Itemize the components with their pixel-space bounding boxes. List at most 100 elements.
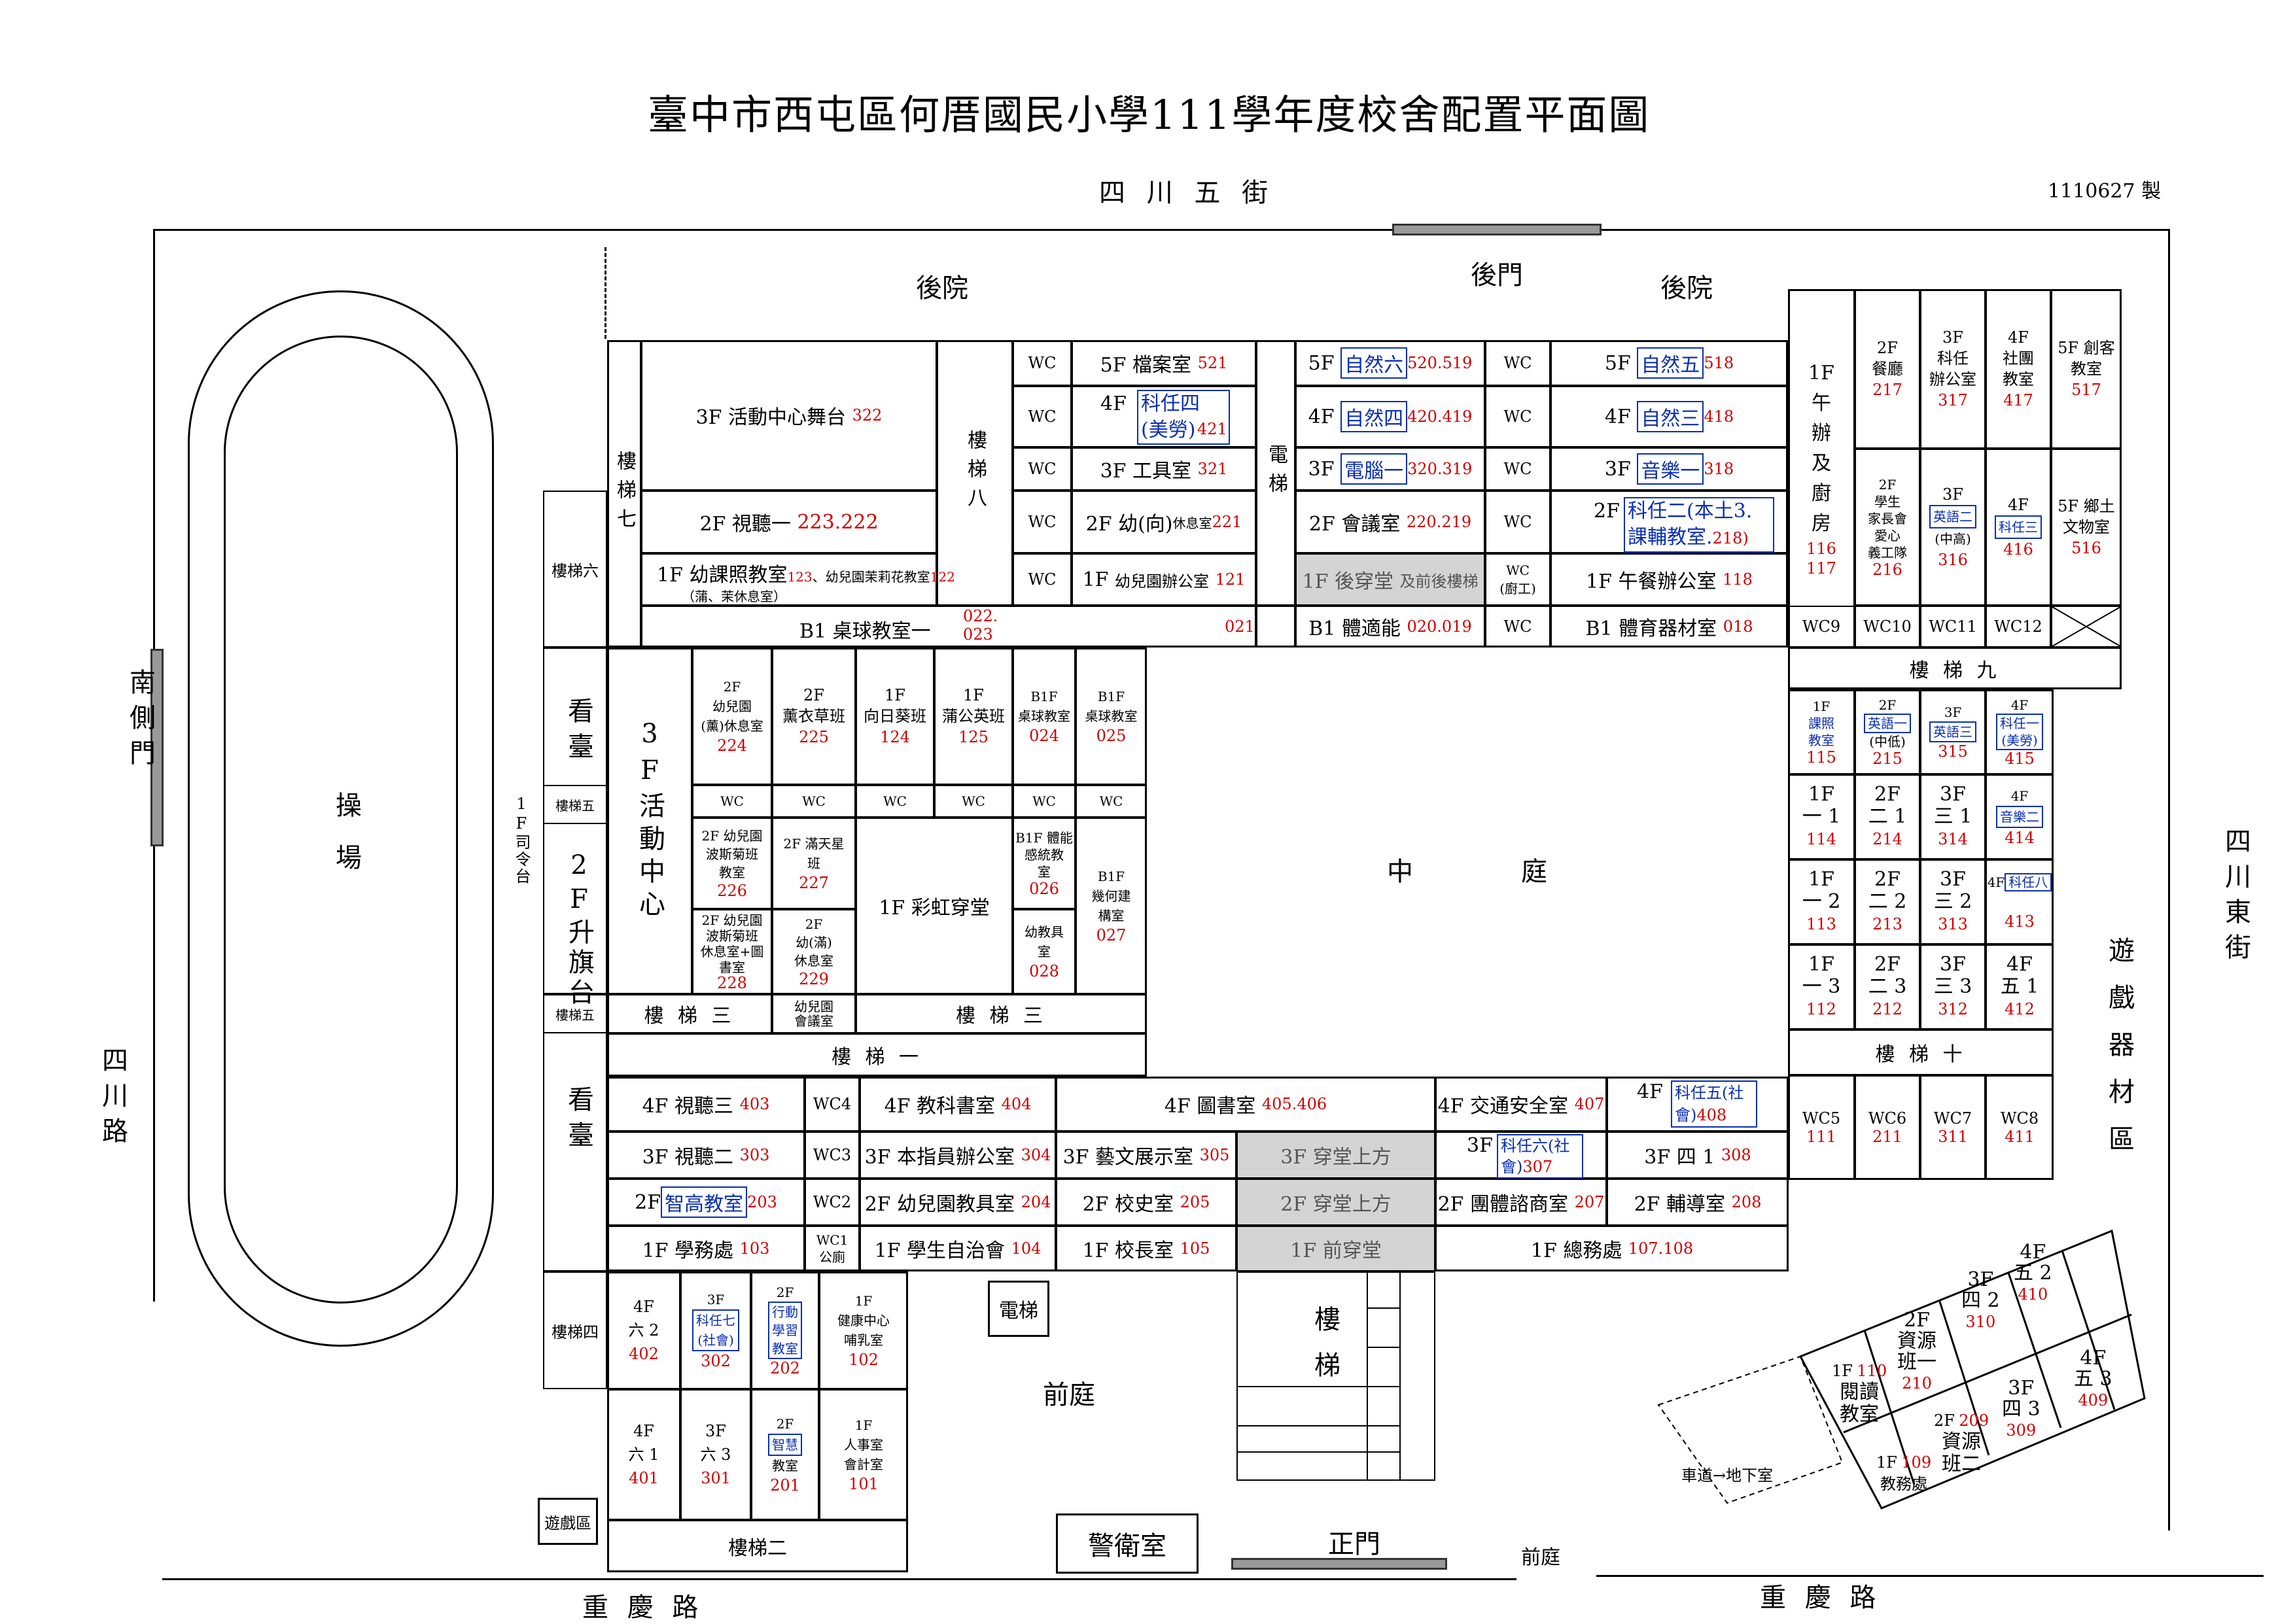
back-gate-bar [1392,224,1602,235]
wc-421: WC [1013,386,1072,447]
wc-121: WC [1013,553,1072,606]
room-307: 3F 科任六(社會)307 [1435,1132,1607,1179]
room-207: 2F 團體諮商室 207 [1435,1179,1607,1226]
wc-1: WC1 公廁 [805,1226,860,1271]
room-104: 1F 學生自治會 104 [860,1226,1056,1271]
room-421: 4F 科任四(美勞) 421 [1072,386,1256,447]
stairs-3b: 樓 梯 三 [856,994,1147,1033]
rear-passage-1f: 1F 後穿堂 及前後樓梯 [1295,553,1485,606]
front-elevator: 電梯 [988,1281,1049,1337]
room-218: 2F 科任二(本土3.課輔教室.218) [1550,491,1788,553]
backyard-right: 後院 [1660,273,1713,303]
rainbow-passage: 1F 彩虹穿堂 [856,818,1013,994]
elevator-north: 電梯 [1256,340,1295,606]
courtyard-left: 中 [1387,857,1413,887]
wc-320: WC [1485,447,1550,491]
front-passage-1f: 1F 前穿堂 [1236,1226,1435,1271]
room-223: 2F 視聽一 223.222 [641,491,937,553]
wc-321: WC [1013,447,1072,491]
stage-bottom: 看臺 [563,1086,593,1156]
main-gate-bar [1231,1558,1447,1570]
room-305: 3F 藝文展示室 305 [1056,1132,1236,1179]
north-elevator-b1 [1256,606,1295,648]
back-gate-label: 後門 [1471,260,1523,290]
room-205: 2F 校史室 205 [1056,1179,1236,1226]
room-208: 2F 輔導室 208 [1607,1179,1789,1226]
wc-220: WC [1485,491,1550,553]
front-yard-2: 前庭 [1521,1546,1560,1569]
room-403: 4F 視聽三 403 [607,1077,805,1132]
road-line-left [162,1578,1516,1580]
stairs-1: 樓 梯 一 [607,1033,1147,1077]
courtyard-right: 庭 [1521,857,1547,887]
kindergarten-meeting-room: 幼兒園 會議室 [772,994,856,1033]
stairs-5b: 樓梯五 [543,994,607,1033]
room-123: 1F 幼課照教室123、幼兒園茉莉花教室122 （蒲、茉休息室） [641,553,955,606]
play-area: 遊戲區 [538,1498,598,1545]
wc-024: WC [1013,785,1076,818]
playground-label: 操場 [331,791,361,896]
guard-room: 警衛室 [1056,1513,1199,1574]
boundary-north [153,229,2168,231]
driveway-to-basement: 車道→地下室 [1681,1466,1774,1485]
stage-top: 看臺 [563,697,593,768]
room-220: 2F 會議室 220.219 [1295,491,1485,553]
room-b1-ping-pong-1: B1 桌球教室一 022. 023 021 [641,606,1256,648]
front-stairs [1236,1271,1435,1481]
stairs-3a: 樓 梯 三 [607,994,772,1033]
room-118: 1F 午餐辦公室 118 [1550,553,1788,606]
boundary-east [2168,229,2170,1530]
wc-520: WC [1485,340,1550,386]
stairs-6: 樓梯六 [543,491,607,648]
library-405: 4F 圖書室 405.406 [1056,1077,1435,1132]
passage-above-3f: 3F 穿堂上方 [1236,1132,1435,1179]
front-yard: 前庭 [1043,1380,1095,1410]
wc-3: WC3 [805,1132,860,1179]
room-204: 2F 幼兒園教具室 204 [860,1179,1056,1226]
street-north: 四 川 五 街 [1099,178,1275,208]
wc-124: WC [856,785,934,818]
stairs-10: 樓 梯 十 [1788,1029,2054,1075]
wc-224: WC [692,785,772,818]
street-south-right: 重 慶 路 [1760,1583,1882,1613]
flag-stage: 2F升旗台 [564,850,594,1009]
room-407: 4F 交通安全室 407 [1435,1077,1607,1132]
room-b1-fitness: B1 體適能 020.019 [1295,606,1485,648]
